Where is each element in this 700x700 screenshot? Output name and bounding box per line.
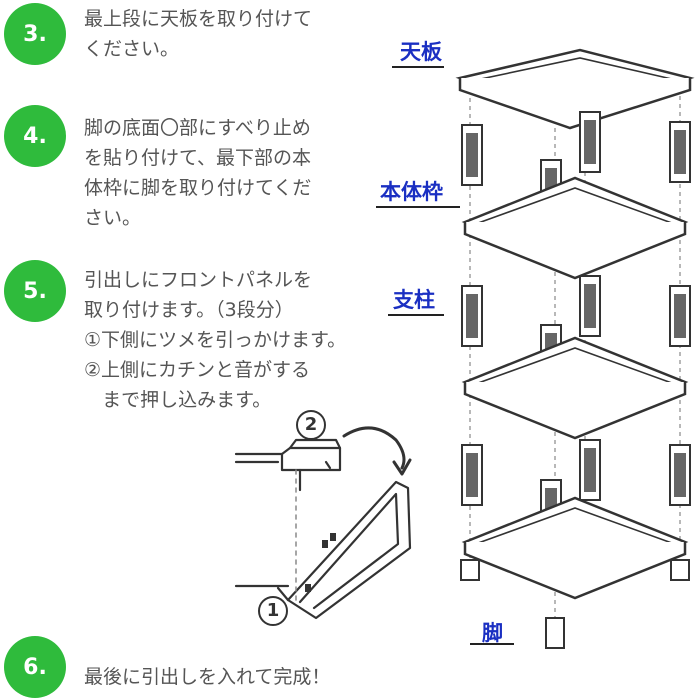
step-3-badge: 3. <box>4 3 66 65</box>
step-6-text: 最後に引出しを入れて完成！ <box>84 666 331 688</box>
marker-2: 2 <box>296 410 326 440</box>
label-leg: 脚 <box>482 621 503 645</box>
label-frame: 本体枠 <box>380 180 443 204</box>
label-frame-underline <box>376 206 460 208</box>
top-board-shape <box>455 48 695 130</box>
label-pillar-underline <box>388 314 444 316</box>
label-top-board-underline <box>392 66 444 68</box>
step-3-text: 最上段に天板を取り付けて ください。 <box>84 8 313 60</box>
step-4-text: 脚の底面〇部にすべり止め を貼り付けて、最下部の本 体枠に脚を取り付けてくだ さ… <box>84 117 312 229</box>
label-leg-underline <box>470 643 514 645</box>
label-pillar: 支柱 <box>393 288 435 312</box>
step-5-badge: 5. <box>4 260 66 322</box>
marker-1: 1 <box>258 596 288 626</box>
step-5-text: 引出しにフロントパネルを 取り付けます。（3段分） ①下側にツメを引っかけます。… <box>84 269 347 411</box>
step-4-badge: 4. <box>4 105 66 167</box>
step-6-badge: 6. <box>4 636 66 698</box>
label-top-board: 天板 <box>400 40 442 64</box>
